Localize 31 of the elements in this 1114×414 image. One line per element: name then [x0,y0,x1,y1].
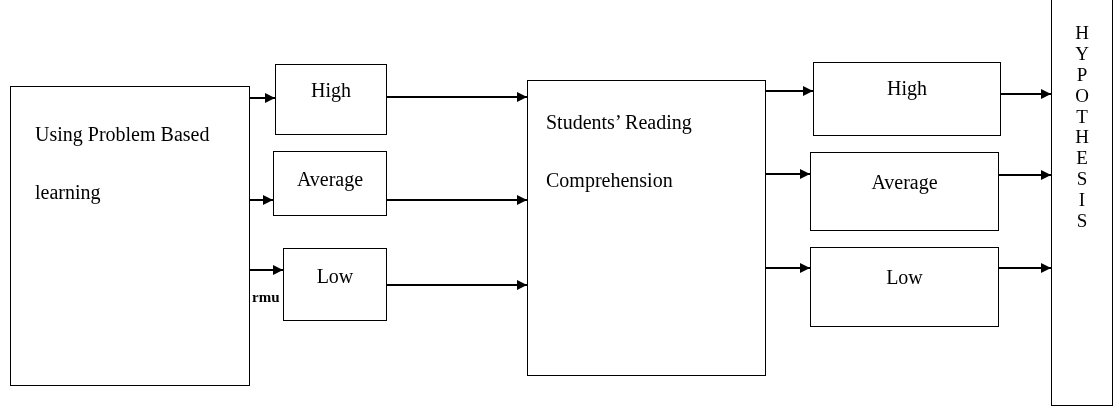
arrow [249,93,276,103]
arrow [765,169,811,179]
arrow [765,86,814,96]
arrow [249,265,284,275]
arrow [765,263,811,273]
arrow [249,195,274,205]
input-box [10,86,250,386]
node-label: HYPOTHESIS [1075,23,1089,232]
node-label: High [310,79,352,102]
node-label: Students’ Reading Comprehension [546,110,693,194]
node-label: High [886,77,928,100]
process-box [527,80,766,376]
arrow [998,263,1052,273]
category-box [810,247,999,327]
partial-text: rmu [252,289,280,306]
arrow [386,280,528,290]
category-box [283,248,387,321]
arrow [1000,89,1052,99]
category-box [275,64,387,135]
category-box [810,152,999,231]
category-box [813,62,1001,136]
node-label: Average [870,171,939,194]
node-label: Using Problem Based learning [35,122,211,206]
node-label: Low [885,266,924,289]
category-box [273,151,387,216]
arrow [386,195,528,205]
outcome-bar [1051,0,1113,406]
node-label: Low [315,265,355,288]
arrow [998,170,1052,180]
node-label: Average [295,168,365,191]
arrow [386,92,528,102]
